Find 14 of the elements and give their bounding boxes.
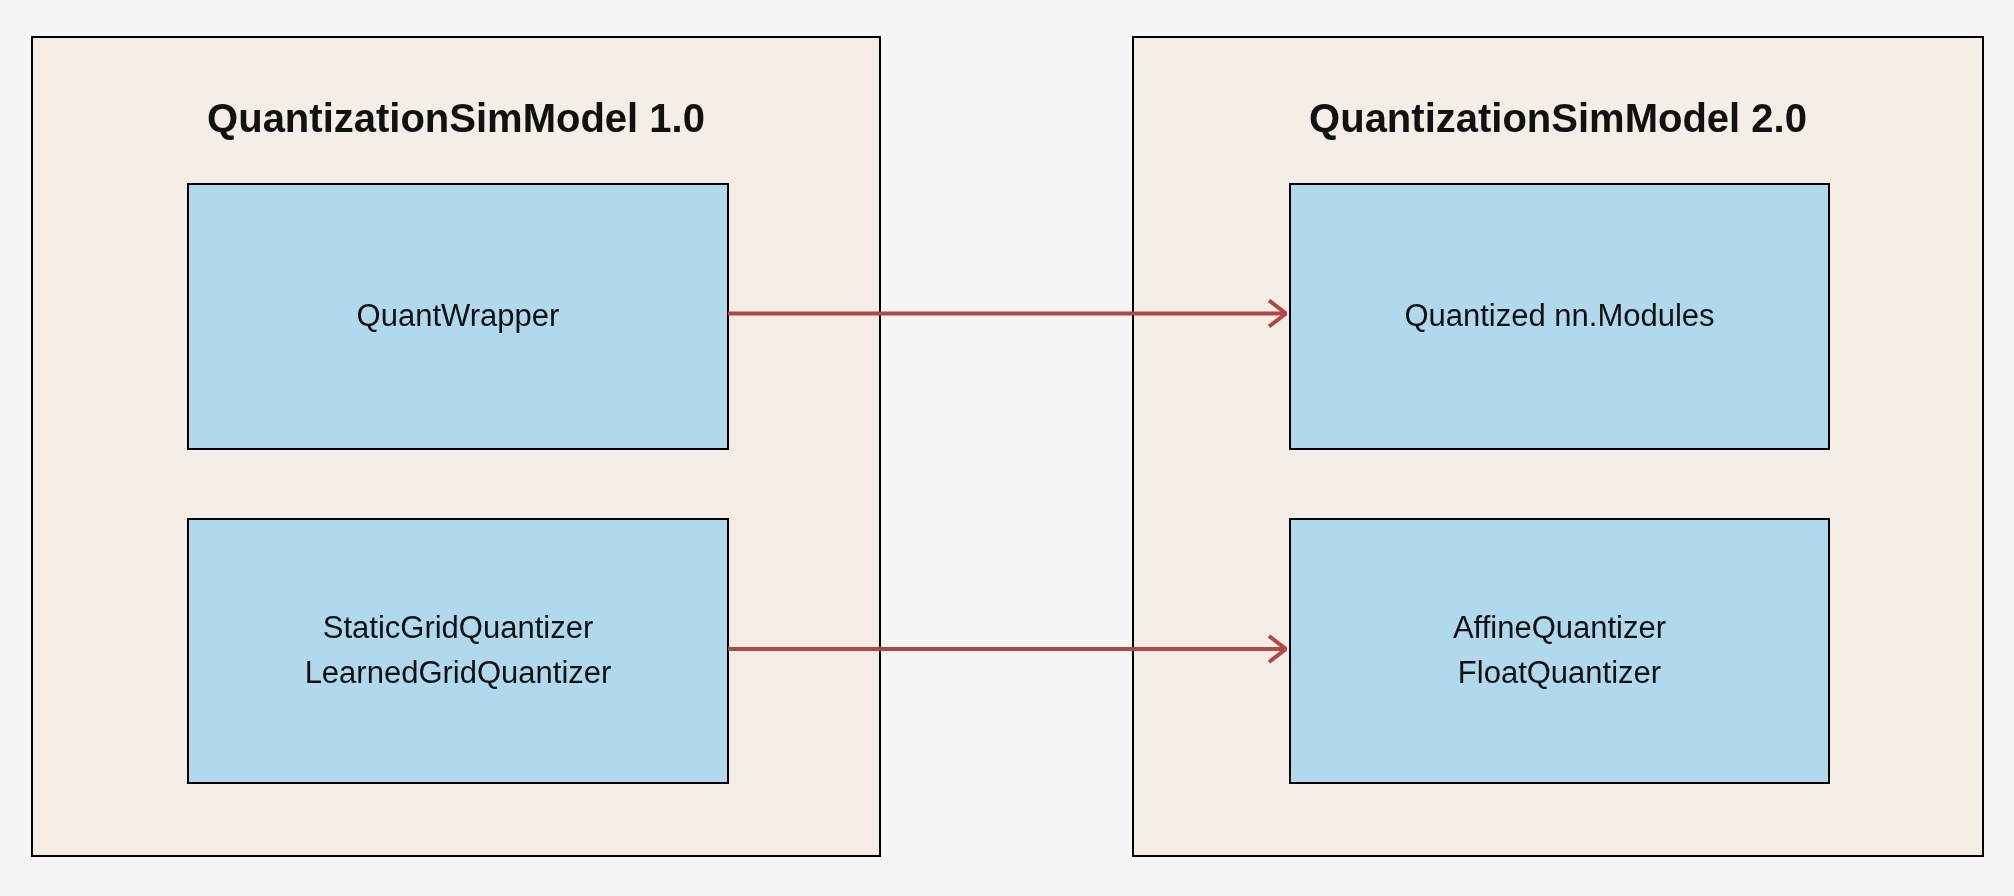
- group-panel: [1132, 36, 1984, 857]
- component-box: [1289, 518, 1830, 784]
- arrow: [728, 634, 1288, 664]
- group-panel: [31, 36, 881, 857]
- box-label: QuantWrapper: [355, 297, 561, 336]
- component-box: [1289, 183, 1830, 450]
- component-box: [187, 183, 729, 450]
- panel-title: QuantizationSimModel 1.0: [206, 95, 706, 142]
- arrow: [728, 298, 1288, 329]
- box-label: AffineQuantizer FloatQuantizer: [1451, 609, 1668, 692]
- box-label: StaticGridQuantizer LearnedGridQuantizer: [303, 609, 613, 692]
- box-label: Quantized nn.Modules: [1403, 297, 1716, 336]
- component-box: [187, 518, 729, 784]
- panel-title: QuantizationSimModel 2.0: [1308, 95, 1808, 142]
